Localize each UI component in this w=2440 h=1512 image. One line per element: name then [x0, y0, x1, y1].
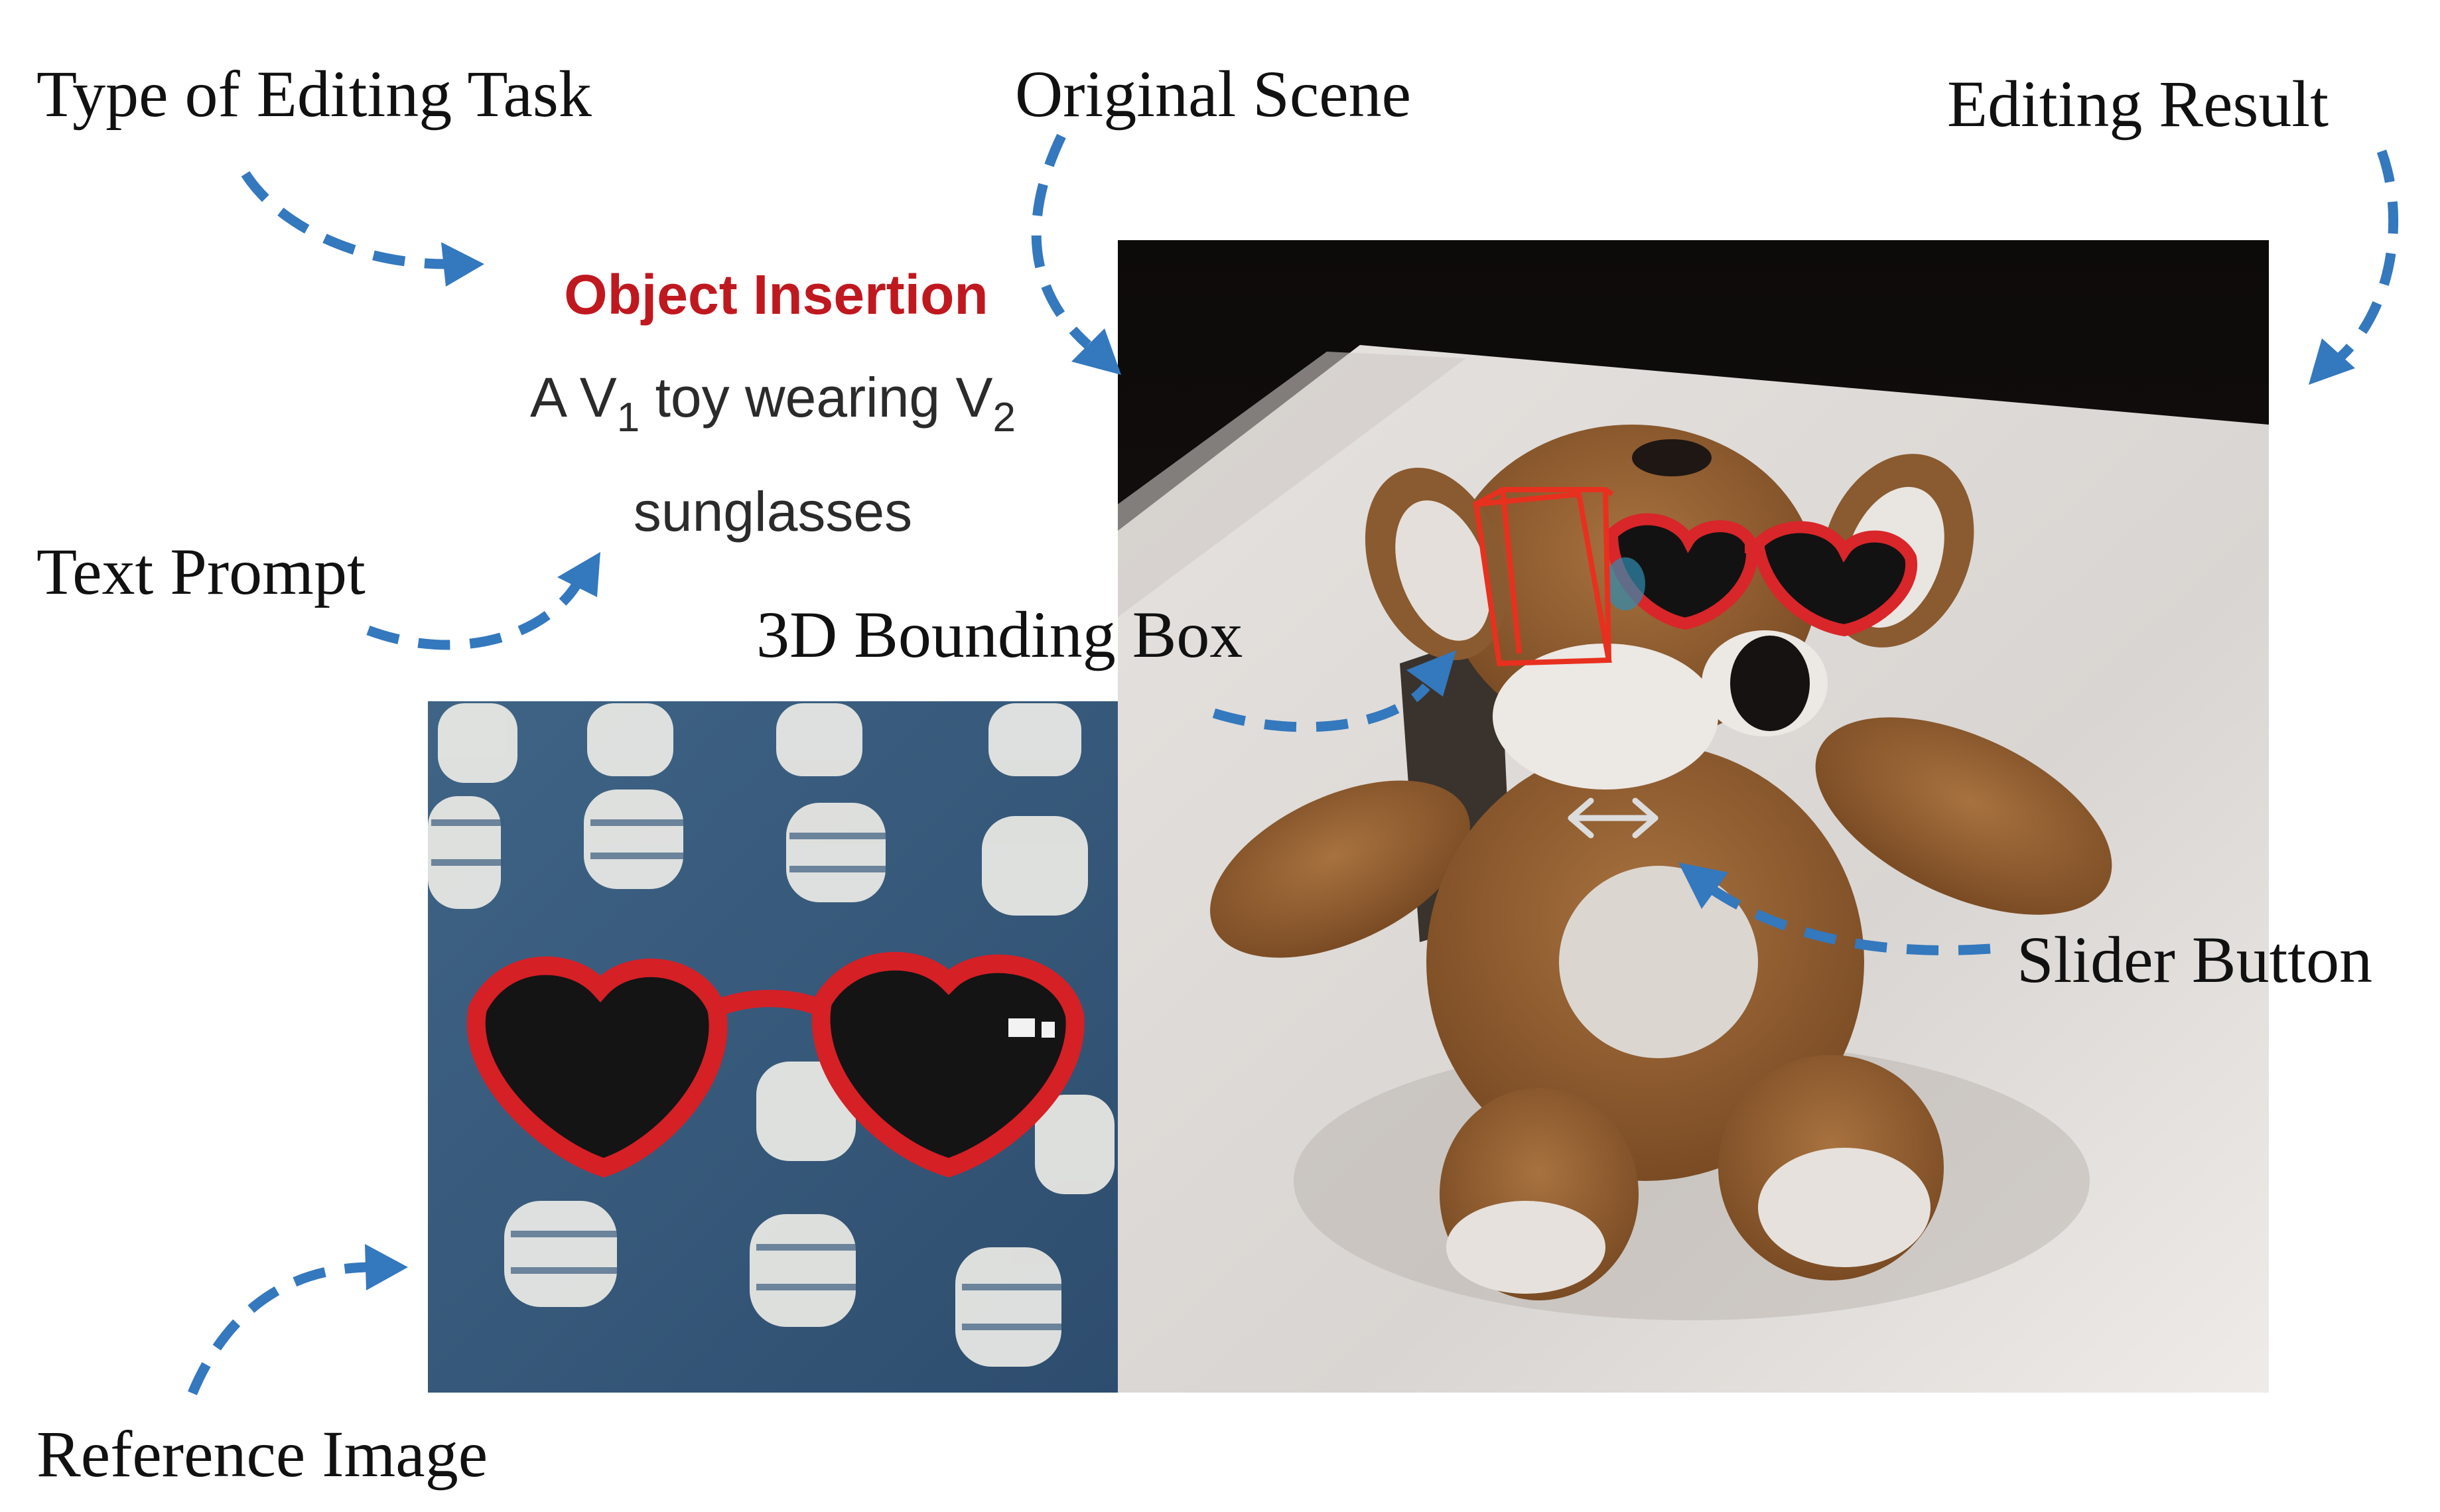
teddy-bear [1210, 425, 2112, 1300]
editing-task-name: Object Insertion [564, 263, 988, 326]
arrowhead-editing-result [2309, 338, 2355, 385]
reference-sunglasses [466, 951, 1085, 1178]
label-reference-image: Reference Image [36, 1417, 488, 1491]
inserted-sunglasses [1605, 513, 1918, 637]
text-prompt-line2: sunglasses [634, 480, 912, 543]
arrowhead-bounding-box [1406, 650, 1456, 697]
arrow-editing-result [2332, 149, 2399, 366]
arrow-bounding-box [1212, 683, 1430, 732]
arrowhead-text-prompt [557, 552, 600, 597]
label-type-of-editing-task: Type of Editing Task [36, 57, 592, 131]
label-3d-bounding-box: 3D Bounding Box [756, 598, 1243, 671]
arrowhead-reference-image [365, 1244, 408, 1290]
arrowhead-original-scene [1071, 328, 1121, 375]
arrowhead-task [441, 242, 484, 287]
arrow-task [241, 171, 452, 269]
label-original-scene: Original Scene [1015, 57, 1411, 131]
label-slider-button: Slider Button [2017, 923, 2372, 997]
arrow-text-prompt [366, 581, 582, 650]
label-text-prompt: Text Prompt [36, 535, 366, 608]
arrowhead-slider-button [1678, 862, 1728, 909]
text-prompt: A V1 toy wearing V2 [530, 366, 1016, 441]
editing-result-image [1118, 240, 2269, 1393]
arrow-original-scene [1031, 133, 1091, 349]
arrow-reference-image [188, 1262, 372, 1395]
double-arrow-icon[interactable] [1568, 797, 1659, 839]
label-editing-result: Editing Result [1947, 67, 2329, 141]
reference-image [428, 701, 1118, 1393]
bounding-box-3d[interactable] [1473, 487, 1614, 667]
